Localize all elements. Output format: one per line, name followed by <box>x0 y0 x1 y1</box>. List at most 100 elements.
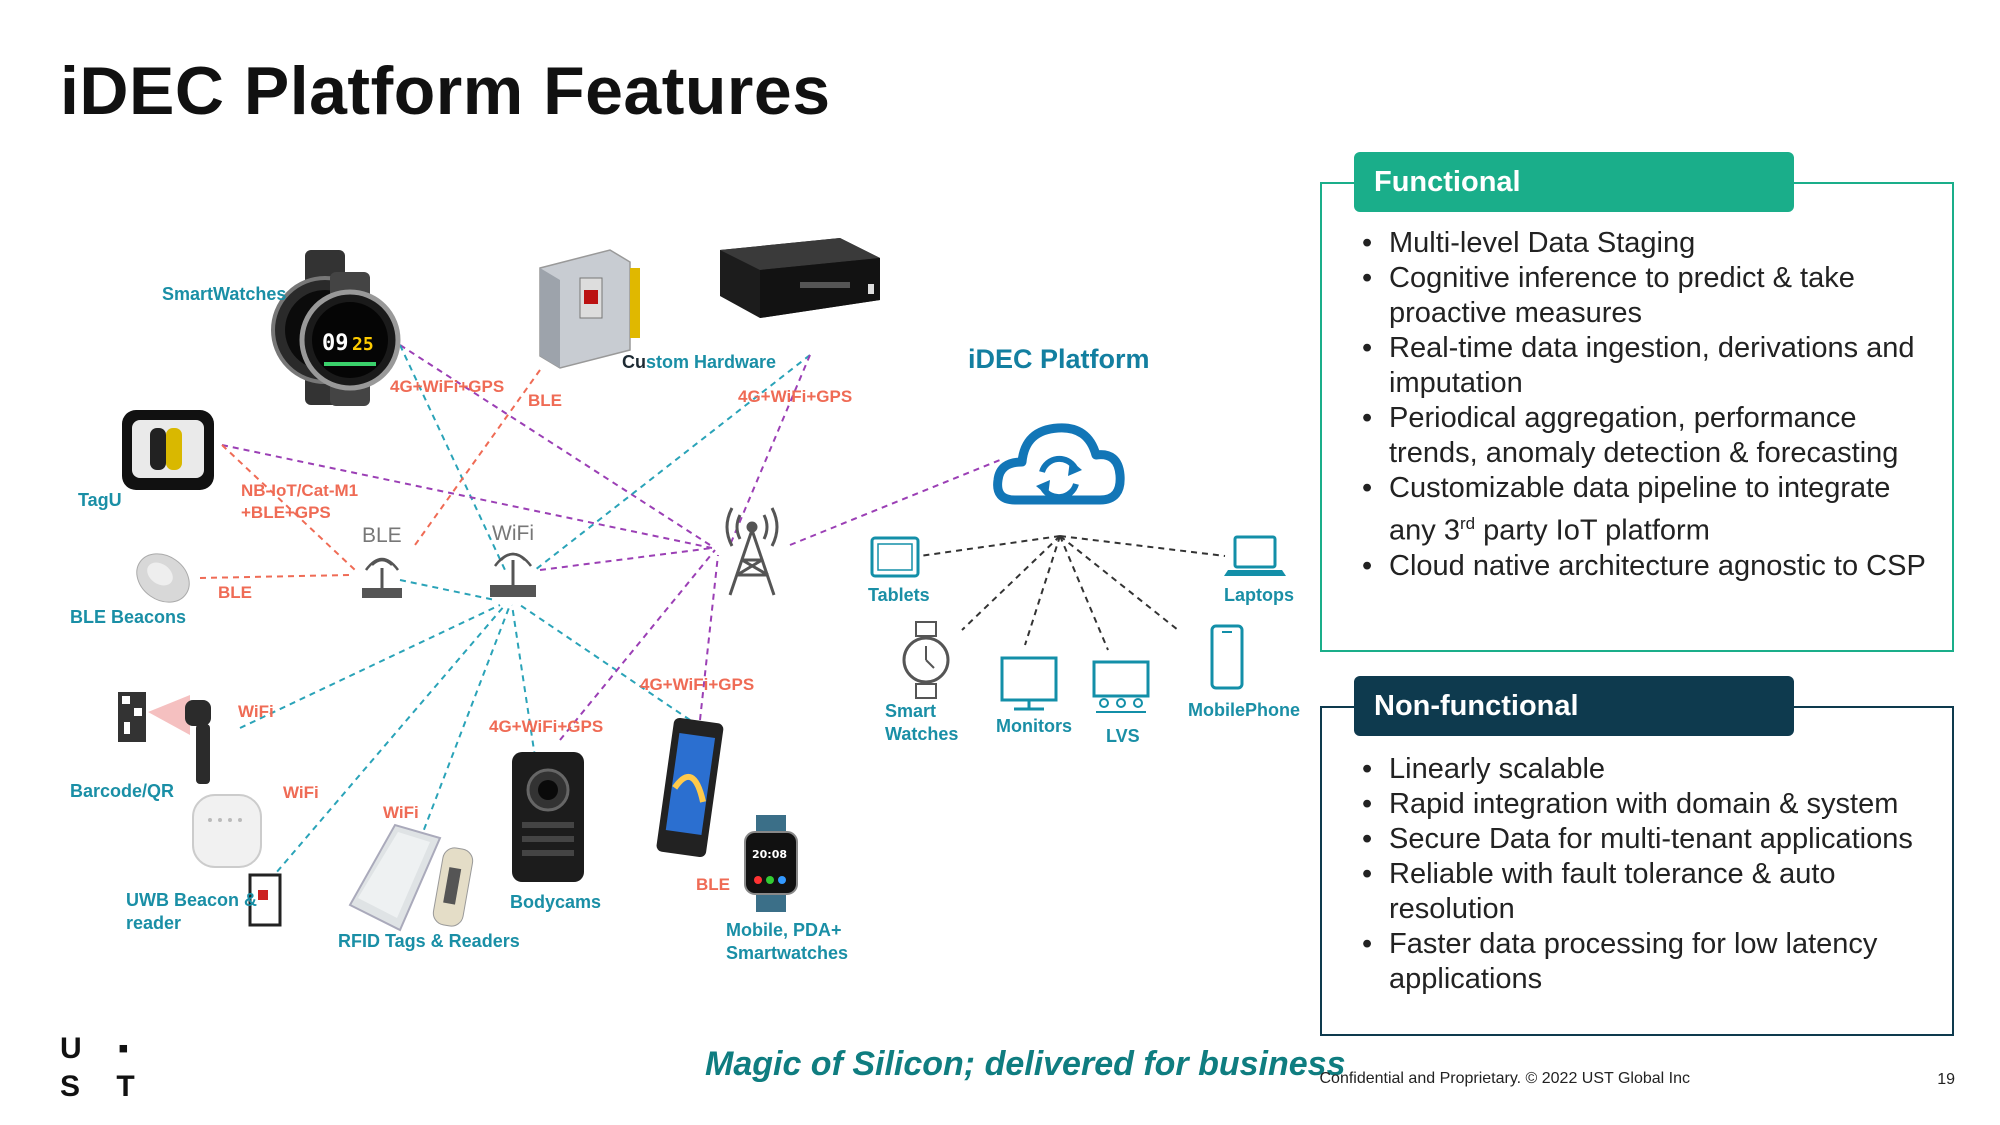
gateway-box-icon <box>720 238 880 318</box>
protocol-label: WiFi <box>238 702 274 721</box>
link-tower-cloud <box>789 459 1001 546</box>
link-beacon-ble <box>199 574 351 579</box>
link-barcode-wifi <box>239 604 501 729</box>
hub-label-ble: BLE <box>362 524 402 547</box>
link-ble-wifi <box>399 579 496 601</box>
protocol-label: 4G+WiFi+GPS <box>390 377 504 396</box>
client-label-mobilephone: MobilePhone <box>1188 700 1300 720</box>
connection-lines <box>199 344 1226 881</box>
functional-list: Multi-level Data Staging Cognitive infer… <box>1362 226 1932 584</box>
link-bodycam-tower <box>559 549 716 741</box>
list-item: Multi-level Data Staging <box>1362 226 1932 261</box>
page-number: 19 <box>1937 1071 1955 1088</box>
client-label-tablets: Tablets <box>868 585 930 605</box>
protocol-label: NB-IoT/Cat-M1 <box>241 481 358 500</box>
small-smartwatch-icon: 20:08 <box>744 815 798 912</box>
client-label-smart-watches-line1: Smart <box>885 701 936 721</box>
device-label-smartwatches: SmartWatches <box>162 284 286 304</box>
watch-icon <box>902 621 950 699</box>
client-label-laptops: Laptops <box>1224 585 1294 605</box>
bodycam-icon <box>512 752 584 882</box>
link-tagu-ble <box>221 444 356 571</box>
protocol-label: WiFi <box>283 783 319 802</box>
device-label-bodycams: Bodycams <box>510 892 601 912</box>
tagline: Magic of Silicon; delivered for business <box>705 1045 1346 1083</box>
nonfunctional-list: Linearly scalable Rapid integration with… <box>1362 752 1932 997</box>
link-smartwatch-wifi <box>399 344 506 571</box>
ust-logo-line1: U ▪ <box>60 1032 143 1065</box>
link-gateway-tower <box>729 354 811 546</box>
device-label-rfid: RFID Tags & Readers <box>338 931 520 951</box>
barcode-scanner-icon <box>118 692 211 784</box>
link-wifi-tower <box>539 547 713 571</box>
lvs-icon <box>1092 660 1150 713</box>
list-item: Cognitive inference to predict & take pr… <box>1362 261 1932 331</box>
link-bodycam-wifi <box>511 604 541 791</box>
laptop-icon <box>1224 535 1286 576</box>
custom-hardware-label-part1: Cu <box>622 352 646 372</box>
link-clients-tablets <box>919 535 1061 557</box>
list-item-text: party IoT platform <box>1475 514 1710 547</box>
ust-logo-line2: S T <box>60 1070 149 1103</box>
smartwatch-icon: 09 25 <box>271 250 401 406</box>
svg-text:25: 25 <box>352 334 374 355</box>
functional-header: Functional <box>1354 152 1794 212</box>
client-label-smart-watches-line2: Watches <box>885 724 958 744</box>
link-pda-wifi <box>519 604 691 721</box>
link-clients-laptops <box>1059 535 1226 557</box>
list-item: Secure Data for multi-tenant application… <box>1362 822 1932 857</box>
device-label-barcode: Barcode/QR <box>70 781 174 801</box>
mobile-phone-icon <box>1210 624 1244 690</box>
list-item: Linearly scalable <box>1362 752 1932 787</box>
custom-hardware-icon <box>539 249 640 369</box>
device-label-ble-beacons: BLE Beacons <box>70 607 186 627</box>
rfid-reader-icon <box>348 823 474 932</box>
link-uwb-wifi <box>269 604 506 881</box>
device-label-mobile-line2: Smartwatches <box>726 943 848 963</box>
monitor-icon <box>1000 656 1058 711</box>
link-clients-watches <box>961 535 1061 631</box>
router-icon <box>490 552 536 597</box>
protocol-label: 4G+WiFi+GPS <box>640 675 754 694</box>
link-clients-mobile <box>1059 535 1179 631</box>
device-label-uwb-line2: reader <box>126 913 181 933</box>
link-pda-tower <box>699 554 719 721</box>
list-item: Rapid integration with domain & system <box>1362 787 1932 822</box>
list-item: Periodical aggregation, performance tren… <box>1362 401 1932 471</box>
superscript-rd: rd <box>1459 514 1476 533</box>
svg-text:09: 09 <box>322 331 349 356</box>
nonfunctional-panel: Non-functional Linearly scalable Rapid i… <box>1320 676 1954 1036</box>
link-rfid-wifi <box>419 604 511 841</box>
functional-panel: Functional Multi-level Data Staging Cogn… <box>1320 152 1954 652</box>
custom-hardware-label-part2: stom Hardware <box>646 352 776 372</box>
tagu-icon <box>122 410 214 490</box>
device-label-mobile-line1: Mobile, PDA+ <box>726 920 842 940</box>
list-item: Cloud native architecture agnostic to CS… <box>1362 549 1932 584</box>
link-hardware-ble <box>414 369 541 546</box>
protocol-label: +BLE+GPS <box>241 503 331 522</box>
svg-text:20:08: 20:08 <box>752 848 787 861</box>
list-item: Faster data processing for low latency a… <box>1362 927 1932 997</box>
list-item: Reliable with fault tolerance & auto res… <box>1362 857 1932 927</box>
device-label-custom-hardware: Custom Hardware <box>622 352 776 372</box>
protocol-label: BLE <box>696 875 730 894</box>
list-item: Real-time data ingestion, derivations an… <box>1362 331 1932 401</box>
page-title: iDEC Platform Features <box>60 53 831 129</box>
client-label-monitors: Monitors <box>996 716 1072 736</box>
link-clients-lvs <box>1059 535 1109 651</box>
confidential-notice: Confidential and Proprietary. © 2022 UST… <box>1319 1070 1690 1087</box>
tablet-icon <box>870 536 920 578</box>
router-icon <box>362 557 402 598</box>
nonfunctional-header: Non-functional <box>1354 676 1794 736</box>
protocol-label: WiFi <box>383 803 419 822</box>
link-clients-monitors <box>1024 535 1061 646</box>
pda-icon <box>656 717 724 858</box>
cloud-sync-icon <box>993 423 1125 505</box>
protocol-label: 4G+WiFi+GPS <box>738 387 852 406</box>
cell-tower-icon <box>725 507 779 596</box>
client-label-lvs: LVS <box>1106 726 1140 746</box>
platform-label: iDEC Platform <box>968 344 1150 374</box>
protocol-label: BLE <box>218 583 252 602</box>
uwb-beacon-icon <box>192 794 282 927</box>
